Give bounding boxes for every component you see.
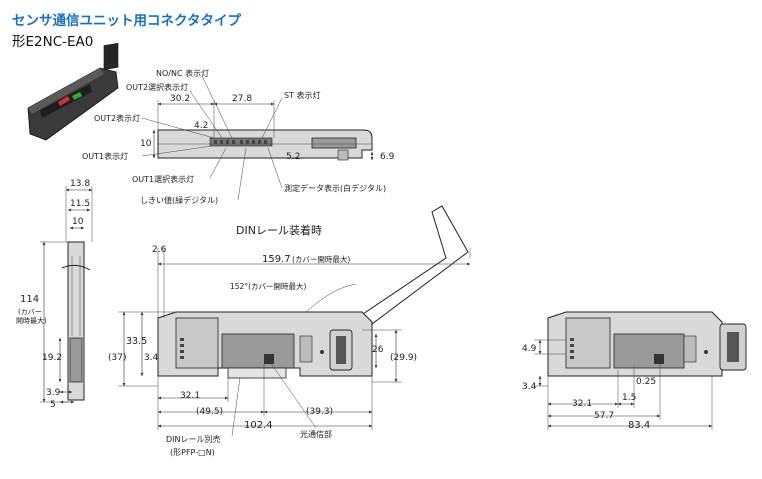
dim-37: (37) [108,353,126,363]
dim-11-5: 11.5 [70,199,90,209]
front-view-din-rail: DINレール装着時 2.6 159.7 (カバー開時最大) 152°(カバー開時… [108,205,471,457]
label-out1-indicator: OUT1表示灯 [82,151,128,161]
label-out1-select-indicator: OUT1選択表示灯 [132,174,194,184]
note-159-cover-open: (カバー開時最大) [292,254,350,264]
label-din-rail-model: (形PFP-□N) [170,448,215,457]
dim-57-7: 57.7 [594,411,614,421]
dim-4-9: 4.9 [522,344,537,354]
label-out2-indicator: OUT2表示灯 [94,113,140,123]
din-mount-title: DINレール装着時 [236,223,322,237]
dim-3-4-front: 3.4 [144,353,159,363]
dim-4-2: 4.2 [194,121,208,131]
dim-3-9: 3.9 [46,388,61,398]
led-indicators-front [180,338,184,359]
dim-1-5: 1.5 [622,393,636,403]
dim-2-6: 2.6 [152,245,167,255]
dim-19-2: 19.2 [42,353,62,363]
dim-114: 114 [20,294,39,305]
dim-26: 26 [372,345,384,355]
dim-32-1-front: 32.1 [180,391,200,401]
label-optical-comm: 光通信部 [300,429,332,439]
dim-30-2: 30.2 [170,94,190,104]
dim-3-4-right: 3.4 [522,382,537,392]
dim-27-8: 27.8 [232,94,252,104]
note-cover-open-2: 開時最大) [16,316,47,325]
side-view: 13.8 11.5 10 114 (カバー 開時最大) 19.2 3.9 5 [16,179,93,410]
label-nonc-indicator: NO/NC 表示灯 [156,68,209,78]
label-out2-select-indicator: OUT2選択表示灯 [126,82,188,92]
dim-29-9: (29.9) [390,353,417,363]
right-view: 4.9 3.4 0.25 32.1 1.5 57.7 83.4 [522,311,747,431]
dim-5-side: 5 [50,400,56,410]
label-st-indicator: ST 表示灯 [284,90,321,100]
dim-32-1-right: 32.1 [572,399,592,409]
dim-10-side: 10 [72,217,84,227]
product-photo [27,42,119,141]
dim-159-7: 159.7 [262,254,291,265]
dim-83-4: 83.4 [628,420,650,431]
dim-10-top: 10 [140,139,152,149]
note-cover-open-1: (カバー [18,308,42,316]
top-view: NO/NC 表示灯 OUT2選択表示灯 OUT2表示灯 OUT1表示灯 ST 表… [82,68,395,205]
dim-102-4: 102.4 [244,420,273,431]
dim-33-5: 33.5 [126,336,147,347]
dim-6-9: 6.9 [380,152,395,162]
label-measured-display: 測定データ表示(白デジタル) [284,183,386,193]
label-din-rail: DINレール別売 [166,434,221,444]
dim-5-2: 5.2 [286,152,300,162]
label-threshold-display: しきい値(緑デジタル) [140,195,218,205]
led-indicators-top [214,140,267,144]
dim-0-25: 0.25 [636,377,656,387]
dim-49-5: (49.5) [196,407,223,417]
page-title: センサ通信ユニット用コネクタタイプ [12,13,241,29]
dim-13-8: 13.8 [70,179,90,189]
dim-39-3: (39.3) [306,407,333,417]
dim-angle-152: 152°(カバー開時最大) [230,281,306,291]
model-number: 形E2NC-EA0 [12,34,94,50]
